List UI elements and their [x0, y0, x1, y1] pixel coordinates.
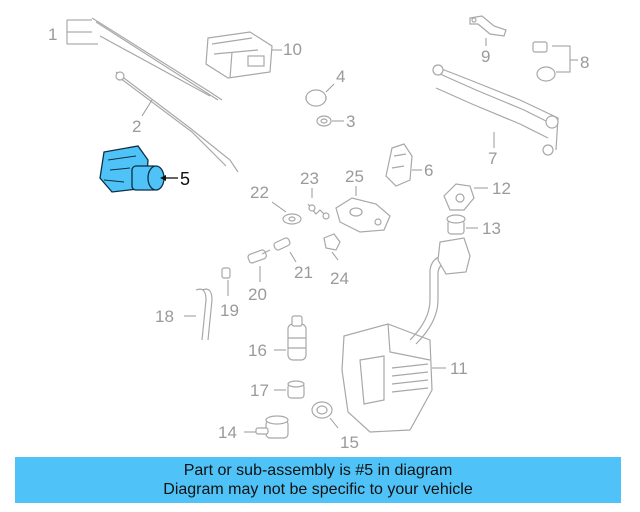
callout-1: 1 [48, 25, 57, 44]
part-2-wiper-arm[interactable] [115, 71, 239, 173]
part-24-clip[interactable] [323, 233, 341, 251]
callout-12: 12 [492, 179, 511, 198]
part-13-filler-cap[interactable] [446, 214, 466, 235]
part-23-connector[interactable] [307, 203, 330, 220]
callout-2: 2 [132, 117, 141, 136]
callout-14: 14 [218, 423, 237, 442]
lead-5-arrow [160, 175, 166, 181]
part-18-hose[interactable] [195, 288, 213, 341]
lead-21 [289, 251, 297, 263]
part-12-cover[interactable] [443, 183, 475, 211]
callout-13: 13 [482, 219, 501, 238]
part-6-bracket[interactable] [385, 143, 413, 187]
callout-22: 22 [250, 183, 269, 202]
part-4-cap[interactable] [305, 89, 327, 107]
lead-4 [325, 83, 335, 93]
part-19-fitting[interactable] [221, 267, 231, 279]
part-5-wiper-motor[interactable] [99, 145, 165, 193]
part-11-washer-reservoir[interactable] [341, 237, 471, 433]
info-banner: Part or sub-assembly is #5 in diagram Di… [15, 457, 621, 503]
callout-5: 5 [180, 169, 190, 189]
part-9-bracket[interactable] [469, 15, 507, 37]
callout-8: 8 [580, 53, 589, 72]
callout-9: 9 [481, 47, 490, 66]
callout-10: 10 [283, 40, 302, 59]
part-7-linkage[interactable] [432, 64, 559, 156]
banner-line-2: Diagram may not be specific to your vehi… [163, 481, 473, 498]
part-10-module[interactable] [205, 31, 273, 79]
part-8-bushing[interactable] [532, 41, 556, 82]
callout-6: 6 [424, 161, 433, 180]
lead-22 [271, 201, 287, 213]
part-3-nut[interactable] [316, 115, 332, 127]
callout-17: 17 [250, 381, 269, 400]
callout-11: 11 [450, 359, 468, 378]
part-1-wiper-blade[interactable] [91, 17, 223, 101]
part-17-seal[interactable] [287, 380, 305, 399]
banner-line-1: Part or sub-assembly is #5 in diagram [183, 462, 453, 479]
callout-20: 20 [248, 285, 267, 304]
callout-18: 18 [155, 307, 174, 326]
callout-25: 25 [345, 167, 364, 186]
callout-3: 3 [346, 112, 355, 131]
lead-8 [552, 45, 578, 73]
lead-24 [331, 251, 339, 261]
part-25-nozzle[interactable] [335, 197, 391, 233]
callout-23: 23 [300, 169, 319, 188]
lead-15 [329, 417, 339, 429]
part-22-grommet[interactable] [282, 213, 302, 225]
parts-diagram: 1 2 5 10 4 3 9 [48, 15, 589, 452]
callout-15: 15 [340, 433, 359, 452]
callout-16: 16 [248, 341, 267, 360]
lead-1 [66, 19, 98, 45]
lead-2 [141, 99, 153, 117]
part-15-grommet-ring[interactable] [311, 401, 333, 419]
callout-7: 7 [488, 149, 497, 168]
part-21-valve[interactable] [273, 237, 291, 251]
part-20-connector[interactable] [247, 249, 271, 264]
part-16-washer-pump[interactable] [287, 315, 307, 361]
callout-24: 24 [330, 269, 349, 288]
callout-4: 4 [336, 67, 345, 86]
callout-19: 19 [220, 301, 239, 320]
callout-21: 21 [294, 263, 313, 282]
part-14-level-sensor[interactable] [255, 415, 289, 439]
